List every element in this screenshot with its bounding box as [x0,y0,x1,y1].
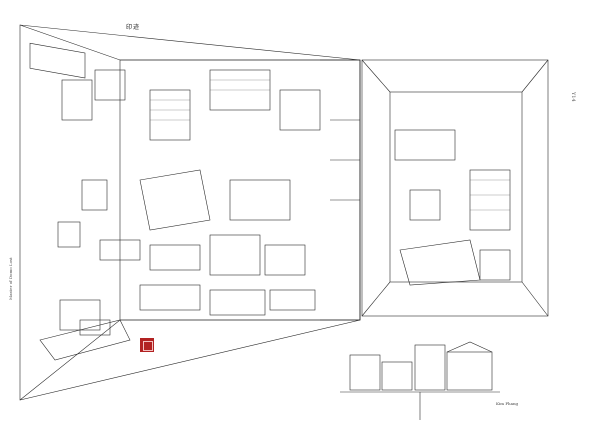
side-caption: Master of Domo Lost [8,257,13,300]
page-number: Y14 [570,92,577,102]
artist-signature: Kim Phang [496,401,519,406]
red-seal-stamp [140,338,154,352]
title-chinese: 印迹 [126,24,141,31]
